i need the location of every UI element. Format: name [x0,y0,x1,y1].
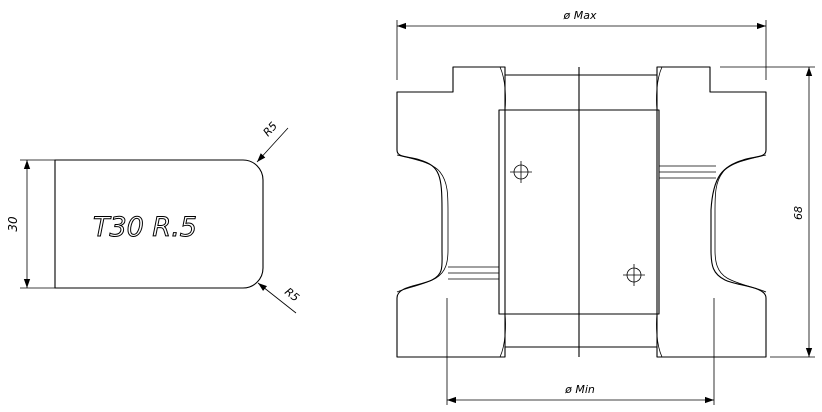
radius-top-leader [256,127,289,163]
roller-body-outline [396,66,506,358]
min-dim-label: ø Min [564,383,595,396]
profile-label: T30 R.5 [93,212,197,243]
profile-height-value: 30 [6,216,20,232]
assembly-view: ø Max ø Min 68 [396,9,815,405]
bolt-hole-upper [510,161,532,183]
profile-outline [54,159,264,289]
roller-body-outline-right [656,66,767,358]
roller-flange-left-inner [396,154,449,293]
bore-curve-br [656,313,663,358]
profile-view: T30 R.5 30 R5 R5 [6,119,302,314]
radius-bottom-leader [257,282,297,314]
bore-curve-bl [499,313,506,358]
max-dim-label: ø Max [563,9,597,22]
roller-flange-right-inner [714,154,767,293]
bolt-hole-lower [623,264,645,286]
radius-top-label: R5 [261,119,280,139]
radius-bottom-label: R5 [282,285,302,304]
bore-curve-tr [656,66,663,111]
bore-curve-tl [499,66,506,111]
height-dim-label: 68 [792,206,805,220]
